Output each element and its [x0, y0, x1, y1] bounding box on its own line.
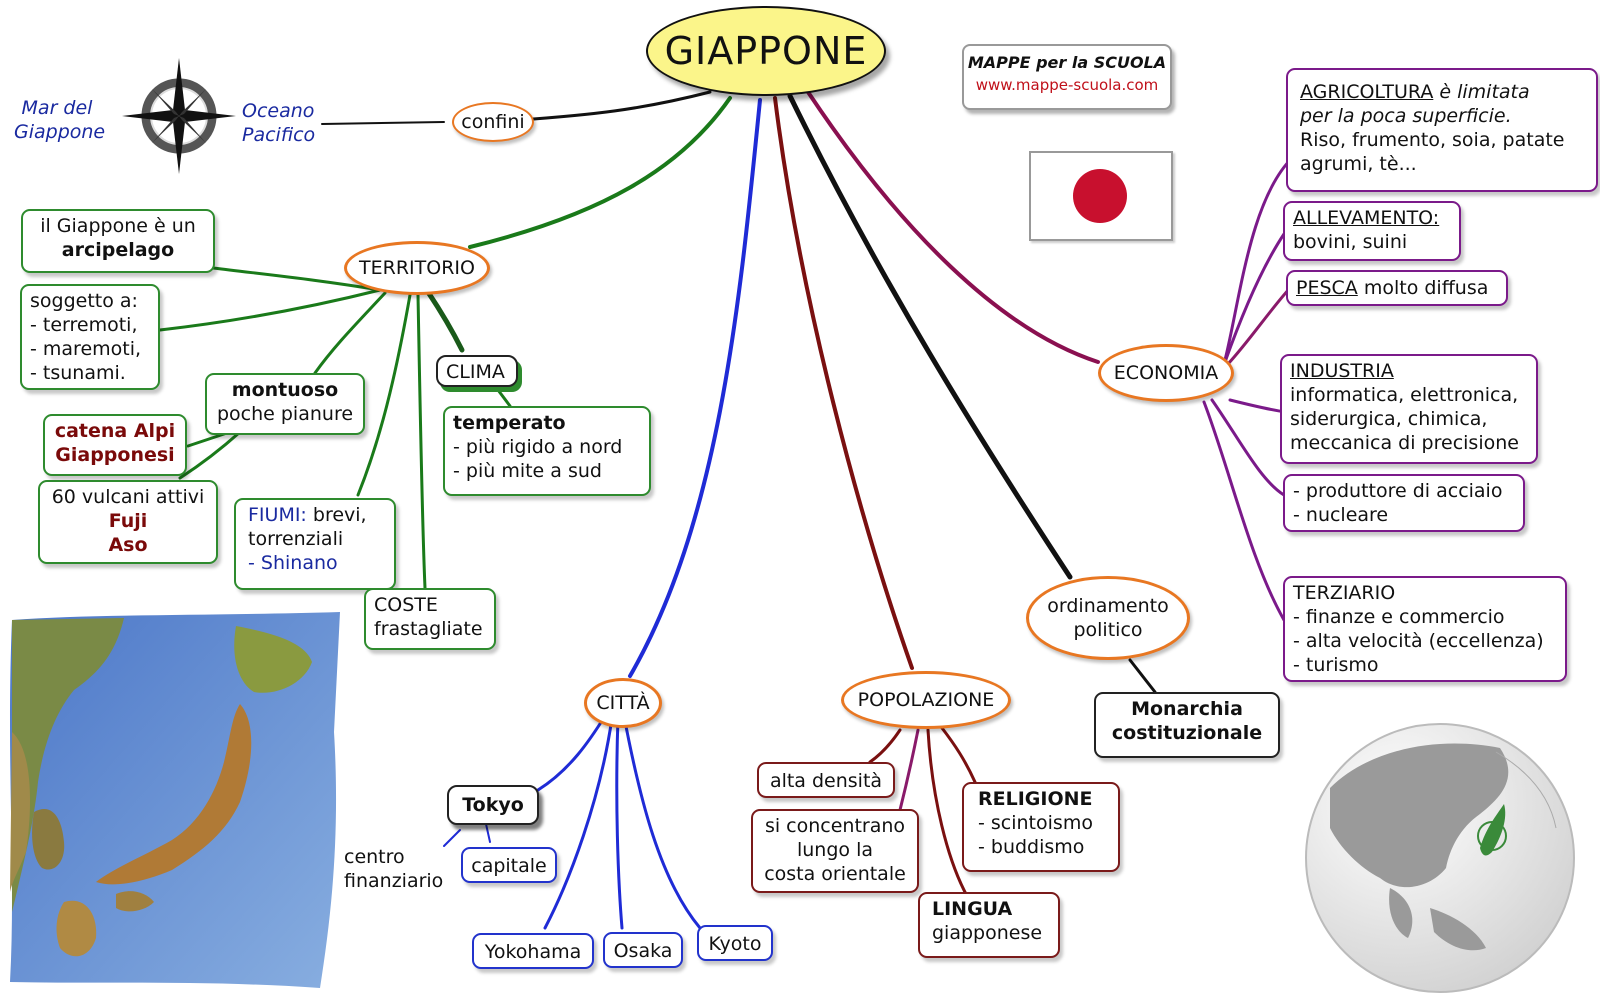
box-coste: COSTE frastagliate	[364, 588, 496, 650]
japan-relief-map	[10, 612, 340, 988]
box-allevamento: ALLEVAMENTO: bovini, suini	[1283, 201, 1461, 261]
brand-box: MAPPE per la SCUOLA www.mappe-scuola.com	[962, 44, 1172, 110]
japan-flag-icon	[1029, 151, 1173, 241]
box-monarchia: Monarchia costituzionale	[1094, 692, 1280, 758]
box-temperato: temperato - più rigido a nord - più mite…	[443, 406, 651, 496]
brand-url: www.mappe-scuola.com	[975, 76, 1159, 94]
globe-asia-icon	[1305, 723, 1575, 993]
page-title: GIAPPONE	[664, 29, 868, 73]
box-catena-alpi: catena Alpi Giapponesi	[43, 414, 187, 476]
node-popolazione: POPOLAZIONE	[841, 671, 1011, 729]
node-economia: ECONOMIA	[1098, 344, 1234, 402]
box-arcipelago: il Giappone è un arcipelago	[21, 209, 215, 273]
box-terziario: TERZIARIO - finanze e commercio - alta v…	[1283, 576, 1567, 682]
box-industria: INDUSTRIA informatica, elettronica, side…	[1280, 354, 1538, 464]
box-lingua: LINGUA giapponese	[918, 892, 1060, 958]
title-node: GIAPPONE	[646, 6, 886, 96]
box-yokohama: Yokohama	[472, 933, 594, 969]
node-confini: confini	[452, 102, 534, 142]
box-montuoso: montuoso poche pianure	[205, 373, 365, 435]
node-citta: CITTÀ	[584, 678, 662, 728]
box-clima: CLIMA	[436, 355, 518, 387]
label-oceano-pacifico: Oceano Pacifico	[242, 100, 316, 146]
box-si-concentrano: si concentrano lungo la costa orientale	[751, 809, 919, 893]
node-territorio: TERRITORIO	[344, 241, 490, 295]
box-capitale: capitale	[461, 847, 557, 883]
box-acciaio: - produttore di acciaio - nucleare	[1283, 474, 1525, 532]
brand-name: MAPPE per la SCUOLA	[967, 53, 1167, 72]
box-fiumi: FIUMI: brevi, torrenziali - Shinano	[234, 498, 396, 590]
box-tokyo: Tokyo	[447, 785, 539, 825]
box-osaka: Osaka	[603, 932, 683, 968]
label-centro-finanziario: centro finanziario	[344, 846, 444, 892]
box-soggetto: soggetto a: - terremoti, - maremoti, - t…	[20, 284, 160, 390]
label-mar-del-giappone: Mar del Giappone	[14, 97, 106, 143]
box-pesca: PESCA molto diffusa	[1286, 270, 1508, 306]
compass-rose-icon	[122, 58, 236, 174]
box-alta-densita: alta densità	[757, 762, 895, 798]
box-vulcani: 60 vulcani attivi Fuji Aso	[38, 480, 218, 564]
box-religione: RELIGIONE - scintoismo - buddismo	[962, 782, 1120, 872]
node-ordinamento-politico: ordinamento politico	[1026, 576, 1190, 660]
box-agricoltura: AGRICOLTURA è limitata per la poca super…	[1286, 68, 1598, 192]
box-kyoto: Kyoto	[697, 925, 773, 961]
